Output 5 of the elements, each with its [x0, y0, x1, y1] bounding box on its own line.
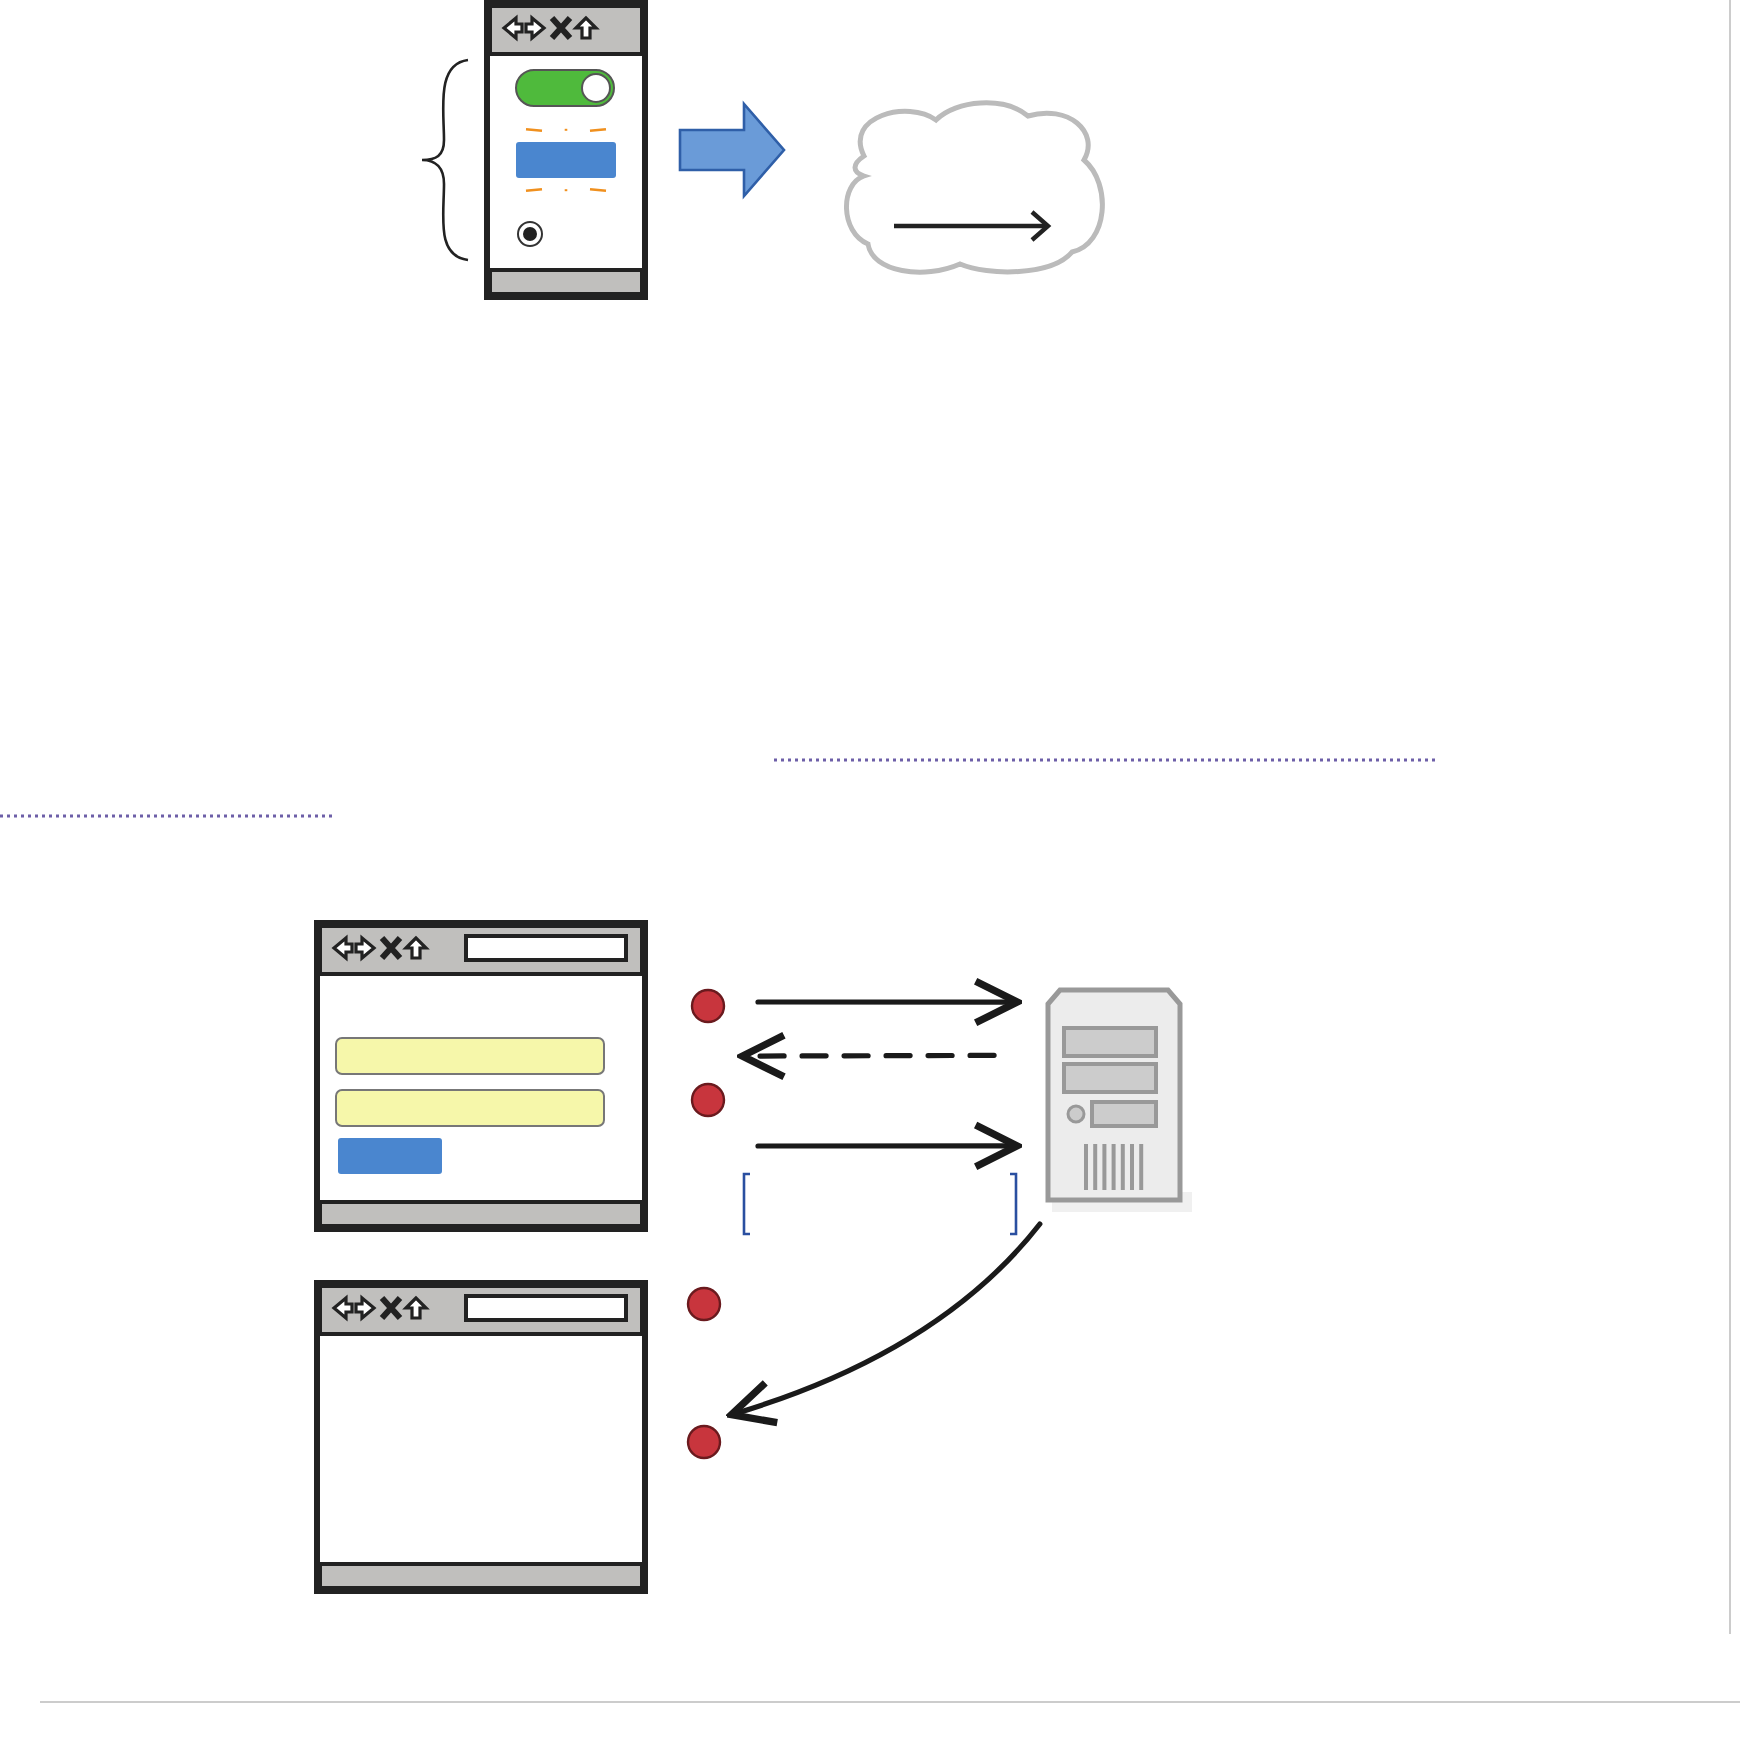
arrow	[727, 1221, 1043, 1426]
block-arrow	[678, 100, 786, 200]
arrow	[755, 1121, 1021, 1171]
arrow	[738, 1031, 997, 1081]
arrow	[755, 977, 1021, 1027]
